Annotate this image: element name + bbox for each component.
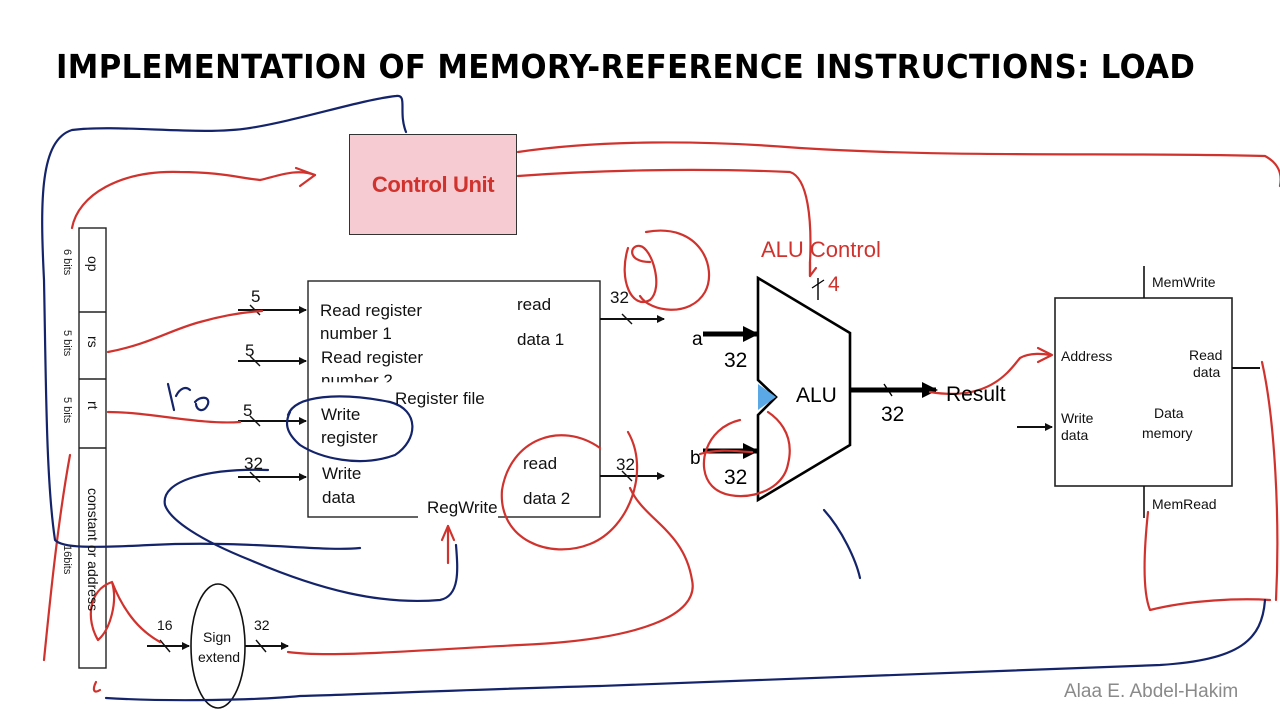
bus-width-write-reg: 5 bbox=[243, 401, 253, 420]
bus-width-rs: 5 bbox=[251, 287, 261, 306]
write-data-label-l1: Write bbox=[322, 464, 362, 483]
dm-address-label: Address bbox=[1061, 348, 1113, 364]
field-op-label: op bbox=[85, 256, 101, 272]
bus-width-alu-control: 4 bbox=[828, 273, 840, 296]
reg-write-label: RegWrite bbox=[427, 498, 498, 517]
read-data2-label-l2: data 2 bbox=[523, 489, 571, 508]
field-rs-bits: 5 bits bbox=[61, 330, 73, 357]
field-constant-bits: 16bits bbox=[61, 545, 73, 575]
author-credit: Alaa E. Abdel-Hakim bbox=[1064, 681, 1239, 702]
alu-input-b-label: b bbox=[690, 448, 701, 469]
bus-width-read-data1: 32 bbox=[610, 288, 629, 307]
sign-extend-label-l2: extend bbox=[198, 649, 241, 665]
alu-input-a-label: a bbox=[692, 329, 703, 350]
read-data1-label-l2: data 1 bbox=[517, 330, 565, 349]
read-reg1-label-l2: number 1 bbox=[320, 324, 392, 343]
sign-extend-label-l1: Sign bbox=[203, 629, 232, 645]
slide-title: IMPLEMENTATION OF MEMORY-REFERENCE INSTR… bbox=[56, 47, 1196, 86]
read-reg2-label-l2: number 2 bbox=[321, 371, 393, 390]
field-rt-label: rt bbox=[85, 401, 101, 410]
mem-write-label: MemWrite bbox=[1152, 274, 1216, 290]
bus-width-alu-result: 32 bbox=[881, 403, 905, 426]
bus-width-write-data: 32 bbox=[244, 454, 263, 473]
alu-label: ALU bbox=[796, 384, 837, 407]
dm-read-data-label-l1: Read bbox=[1189, 347, 1223, 363]
bus-width-rt: 5 bbox=[245, 341, 255, 360]
alu-control-label: ALU Control bbox=[761, 237, 881, 262]
dm-write-data-label-l1: Write bbox=[1061, 410, 1094, 426]
write-reg-label-l1: Write bbox=[321, 405, 361, 424]
mem-read-label: MemRead bbox=[1152, 496, 1217, 512]
dm-read-data-label-l2: data bbox=[1193, 364, 1221, 380]
read-data2-label-l1: read bbox=[523, 454, 558, 473]
control-unit-label: Control Unit bbox=[371, 171, 495, 197]
alu-result-label: Result bbox=[946, 383, 1006, 406]
field-constant-label: constant or address bbox=[85, 488, 101, 611]
field-rs-label: rs bbox=[85, 336, 101, 348]
field-op-bits: 6 bits bbox=[61, 249, 73, 276]
read-data1-label-l1: read bbox=[517, 295, 552, 314]
read-reg2-label-l1: Read register bbox=[321, 348, 424, 367]
dm-label-l1: Data bbox=[1154, 405, 1184, 421]
bus-width-sign-out: 32 bbox=[254, 617, 270, 633]
write-data-label-l2: data bbox=[322, 488, 356, 507]
bus-width-sign-in: 16 bbox=[157, 617, 173, 633]
dm-write-data-label-l2: data bbox=[1061, 427, 1089, 443]
dm-label-l2: memory bbox=[1142, 425, 1193, 441]
bus-width-alu-a: 32 bbox=[724, 349, 748, 372]
bus-width-alu-b: 32 bbox=[724, 466, 748, 489]
sign-extend-shape bbox=[190, 583, 246, 709]
register-file-label: Register file bbox=[395, 389, 485, 408]
data-memory-box bbox=[1054, 297, 1233, 487]
control-unit-box: Control Unit bbox=[349, 134, 517, 235]
bus-width-read-data2: 32 bbox=[616, 455, 635, 474]
read-reg1-label-l1: Read register bbox=[320, 301, 423, 320]
field-rt-bits: 5 bits bbox=[61, 397, 73, 424]
red-annotations bbox=[42, 141, 1280, 693]
alu-blue-marker bbox=[758, 384, 776, 410]
write-reg-label-l2: register bbox=[321, 428, 378, 447]
navy-annotations bbox=[41, 94, 1267, 702]
